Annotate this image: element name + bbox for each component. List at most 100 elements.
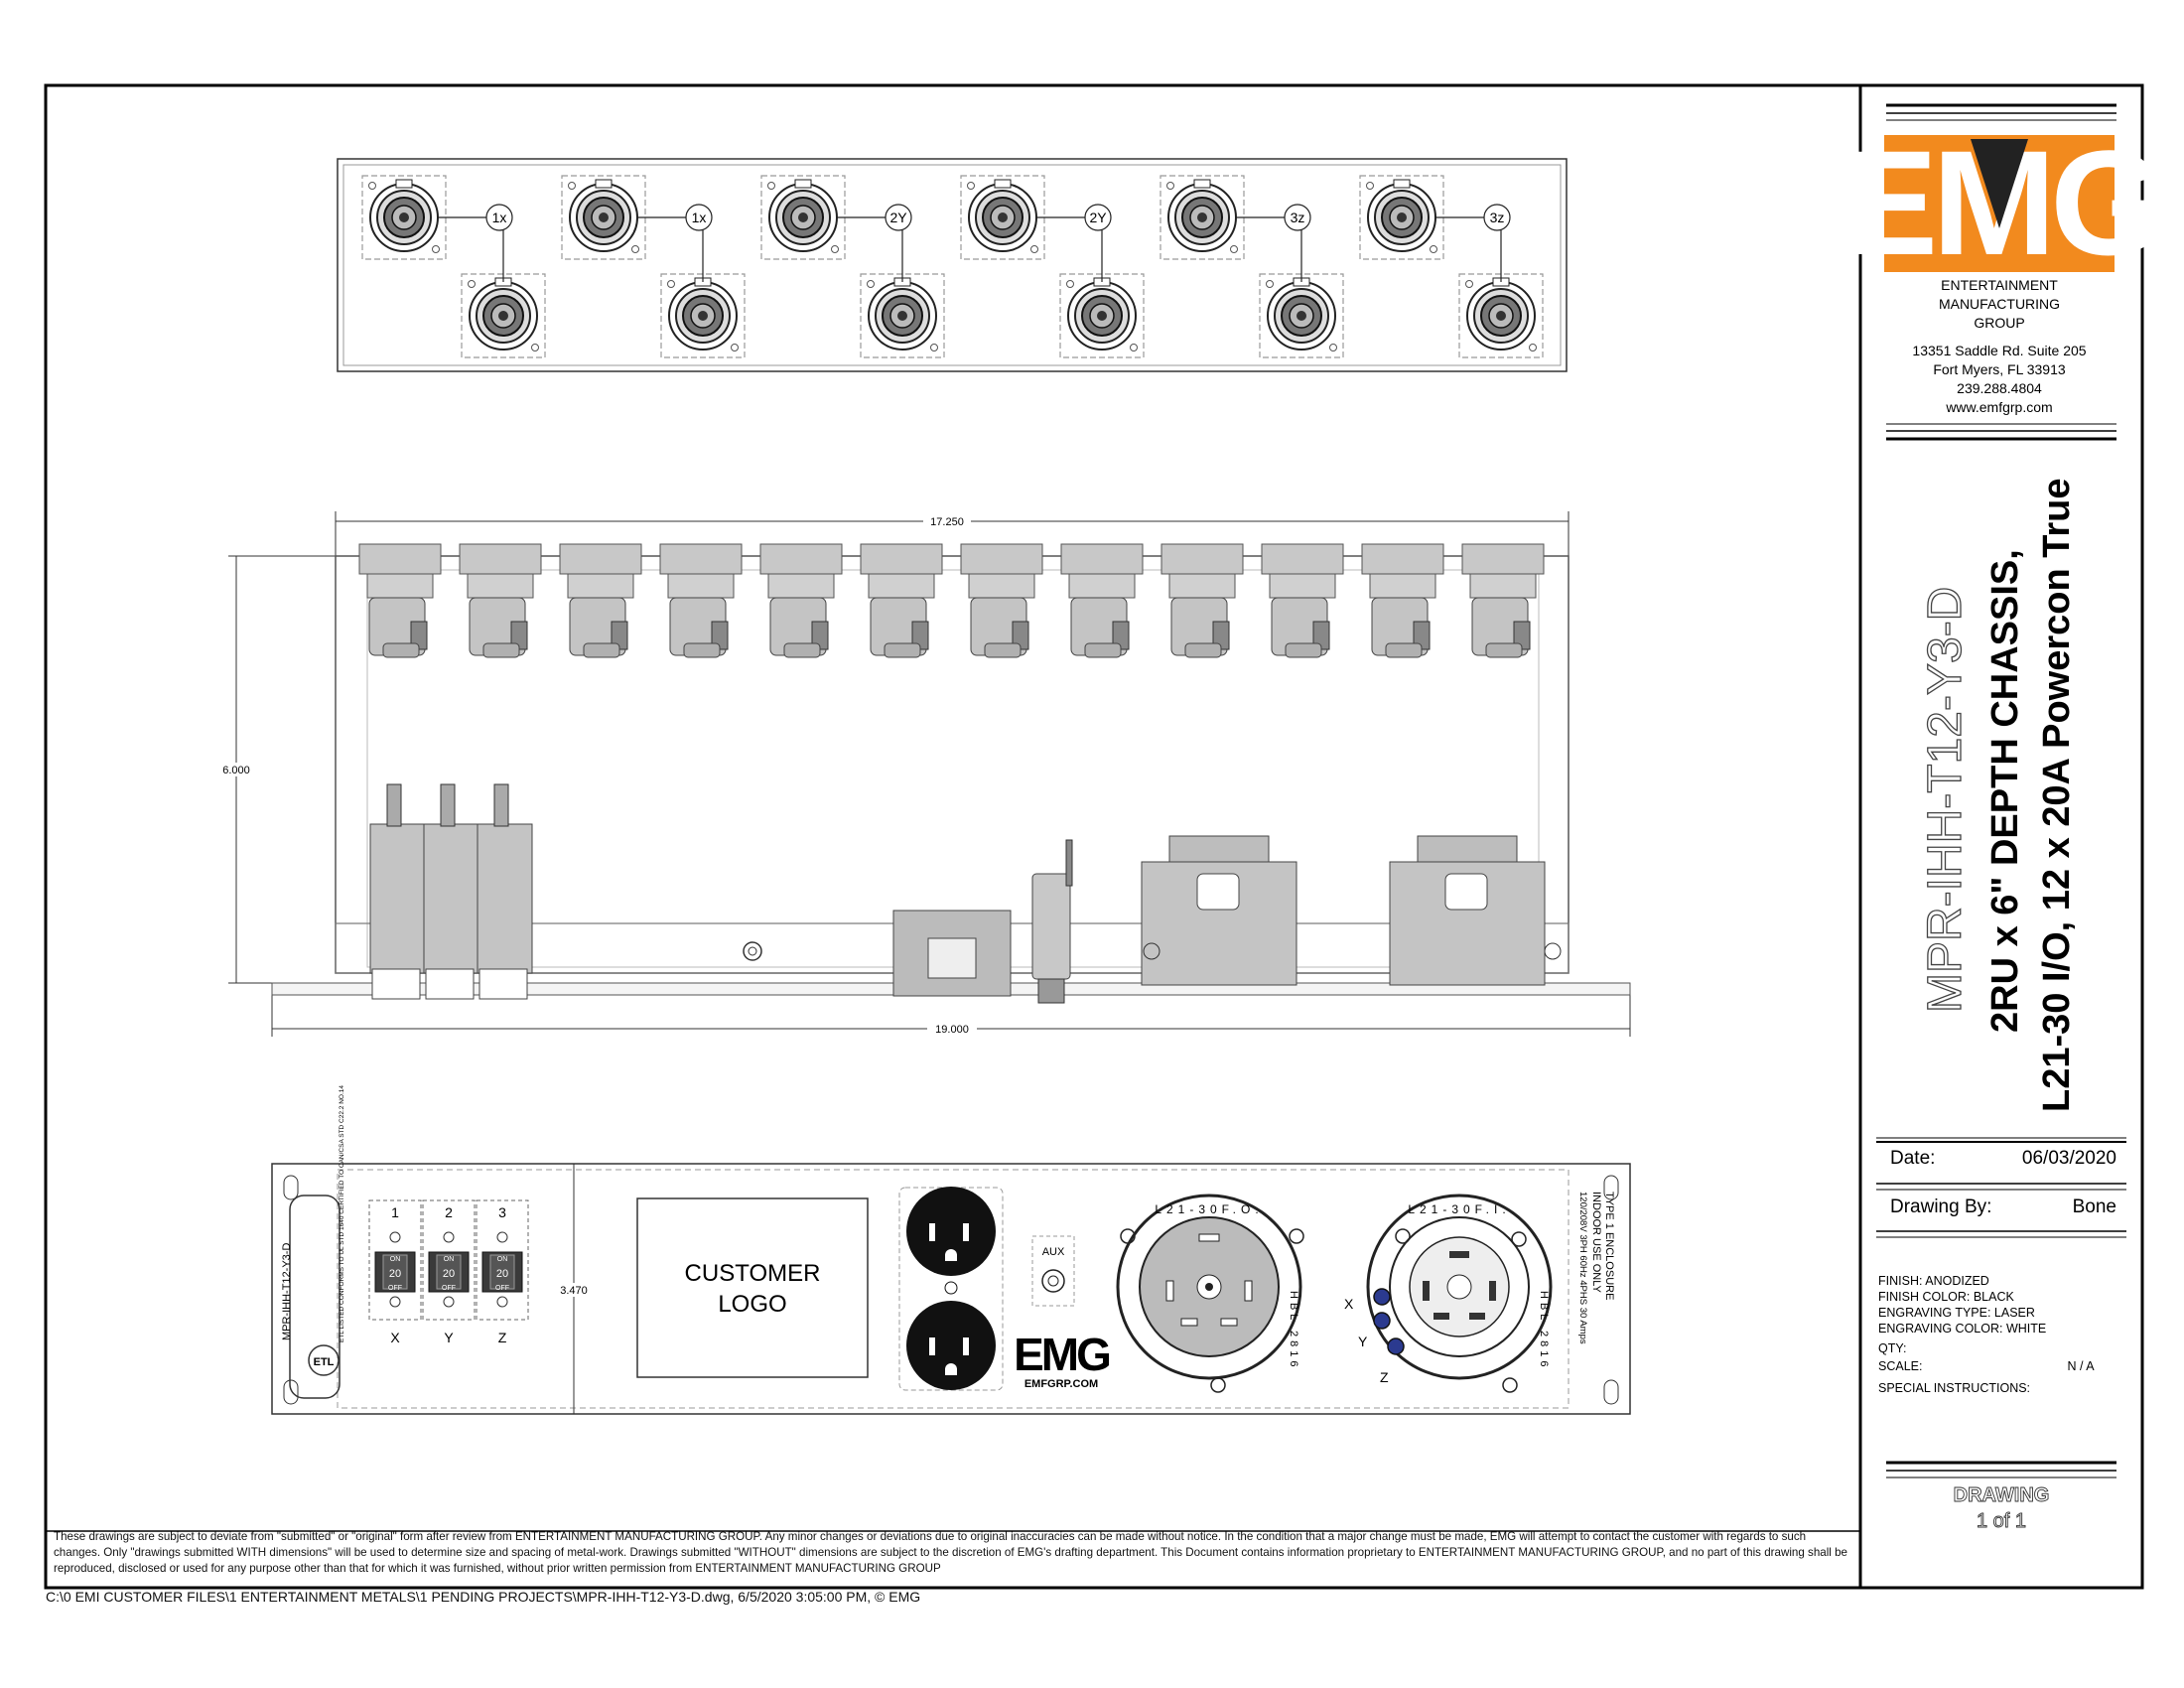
l21-side-in [1389,835,1562,986]
side-view: 17.250 6.000 19.000 [213,511,1631,1037]
circuit-label: 1x [692,210,707,225]
breakers-side [369,783,533,1000]
title-block: EMG ENTERTAINMENT MANUFACTURING GROUP 13… [1839,103,2166,1532]
dim-front-height: 3.470 [560,1285,588,1297]
breaker-number: 1 [391,1204,399,1220]
breaker-phase: Y [444,1330,454,1345]
drawn-by-value: Bone [2073,1196,2116,1217]
date-label: Date: [1890,1148,1935,1169]
powercon-side [659,543,743,658]
svg-text:TYPE 1 ENCLOSURE: TYPE 1 ENCLOSURE [1603,1192,1615,1300]
svg-text:INDOOR USE ONLY: INDOOR USE ONLY [1590,1192,1602,1294]
spec-special: SPECIAL INSTRUCTIONS: [1878,1381,2030,1395]
dim-width: 17.250 [930,516,964,528]
spec-finish: FINISH: ANODIZED [1878,1274,1989,1288]
breaker-number: 2 [445,1204,453,1220]
powercon-side [759,543,843,658]
breaker-on: ON [497,1256,508,1263]
powercon-side [1060,543,1144,658]
enclosure-text: TYPE 1 ENCLOSURE INDOOR USE ONLY 120/208… [1577,1192,1615,1344]
part-number-title: MPR-IHH-T12-Y3-D [1918,586,1972,1014]
powercon-side [358,543,442,658]
breaker-phase: X [390,1330,400,1345]
sheet-label: DRAWING [1954,1484,2050,1506]
emg-url: EMFGRP.COM [1024,1378,1098,1390]
duplex-receptacle [898,1187,1004,1391]
breaker-rating: 20 [443,1268,455,1280]
etl-text: ETL LISTED CONFORMS TO UL STD 1640 CERTI… [339,1085,345,1342]
sheet-value: 1 of 1 [1977,1510,2026,1532]
svg-text:ETL: ETL [314,1356,335,1368]
phase-label-x: X [1344,1296,1354,1312]
l21-30-outlet: L21-30F.O. HBL 2816 [1116,1194,1304,1393]
company-name-3: GROUP [1974,315,2024,331]
circuit-label: 3z [1490,210,1505,225]
l21-in-label: L21-30F.I. [1408,1202,1510,1216]
website: www.emfgrp.com [1945,399,2052,415]
svg-text:120/208V 3PH 60Hz 4PHS 30 A: 120/208V 3PH 60Hz 4PHS 30 Amps [1577,1192,1588,1344]
customer-logo-box [636,1197,869,1378]
phone: 239.288.4804 [1957,380,2042,396]
hbl-out-label: HBL 2816 [1288,1291,1299,1371]
breaker-rating: 20 [496,1268,508,1280]
emg-small-logo: EMG [1014,1329,1109,1380]
breaker-off: OFF [442,1285,456,1292]
l21-side-out [1141,835,1297,986]
svg-text:L21-30 I/O, 12 x 20A Powercon: L21-30 I/O, 12 x 20A Powercon True [2036,478,2078,1112]
breaker-rating: 20 [389,1268,401,1280]
dim-overall: 19.000 [935,1024,969,1036]
address-line-2: Fort Myers, FL 33913 [1933,361,2066,377]
svg-text:2RU x 6" DEPTH CHASSIS,: 2RU x 6" DEPTH CHASSIS, [1984,549,2026,1033]
spec-finish-color: FINISH COLOR: BLACK [1878,1290,2014,1304]
file-path: C:\0 EMI CUSTOMER FILES\1 ENTERTAINMENT … [46,1589,921,1605]
customer-logo-line-1: CUSTOMER [685,1260,821,1287]
powercon-side [860,543,943,658]
circuit-label: 2Y [889,210,907,225]
powercon-side [1261,543,1344,658]
powercon-side [459,543,542,658]
breaker-off: OFF [495,1285,509,1292]
powercon-side [960,543,1043,658]
disclaimer-text: These drawings are subject to deviate fr… [54,1530,1847,1575]
phase-label-y: Y [1358,1334,1368,1349]
l21-30-inlet: L21-30F.I. HBL 2816 [1366,1194,1553,1393]
title-line-2: L21-30 I/O, 12 x 20A Powercon True [2036,478,2078,1112]
breaker-off: OFF [388,1285,402,1292]
l21-out-label: L21-30F.O. [1155,1202,1263,1216]
part-label-vertical: MPR-IHH-T12-Y3-D [281,1243,293,1340]
spec-scale-value: N / A [2067,1359,2095,1373]
circuit-label: 2Y [1089,210,1107,225]
spec-qty: QTY: [1878,1341,1906,1355]
title-line-1: 2RU x 6" DEPTH CHASSIS, [1984,549,2026,1033]
company-name-2: MANUFACTURING [1939,296,2060,312]
top-view-panel: 1x 1x 2Y 2Y 3z 3z [337,158,1568,372]
powercon-side [559,543,642,658]
aux-fuse [1041,1269,1065,1293]
emg-logo: EMG [1839,119,2166,286]
etl-icon [308,1344,340,1376]
svg-text:MPR-IHH-T12-Y3-D: MPR-IHH-T12-Y3-D [281,1243,293,1340]
aux-label: AUX [1042,1246,1065,1258]
circuit-label: 1x [492,210,507,225]
powercon-side [1361,543,1444,658]
breaker-on: ON [390,1256,401,1263]
spec-engraving-type: ENGRAVING TYPE: LASER [1878,1306,2035,1320]
front-view-panel: 3.470 MPR-IHH-T12-Y3-D ETL ETL LISTED CO… [271,1085,1631,1415]
breaker-on: ON [444,1256,455,1263]
powercon-side [1160,543,1244,658]
phase-indicators: X Y Z [1344,1288,1405,1385]
drawn-by-label: Drawing By: [1890,1196,1991,1217]
address-line-1: 13351 Saddle Rd. Suite 205 [1912,343,2086,358]
breaker-number: 3 [498,1204,506,1220]
powercon-side [1461,543,1545,658]
svg-text:ETL LISTED CONFORMS TO UL STD: ETL LISTED CONFORMS TO UL STD 1640 CERTI… [339,1085,345,1342]
phase-label-z: Z [1380,1369,1389,1385]
svg-text:MPR-IHH-T12-Y3-D: MPR-IHH-T12-Y3-D [1919,587,1972,1013]
aux-fuse-side [1031,873,1071,980]
company-name-1: ENTERTAINMENT [1941,277,2058,293]
customer-logo-line-2: LOGO [718,1291,786,1318]
date-value: 06/03/2020 [2022,1148,2116,1169]
circuit-label: 3z [1291,210,1305,225]
dim-height: 6.000 [222,765,250,776]
